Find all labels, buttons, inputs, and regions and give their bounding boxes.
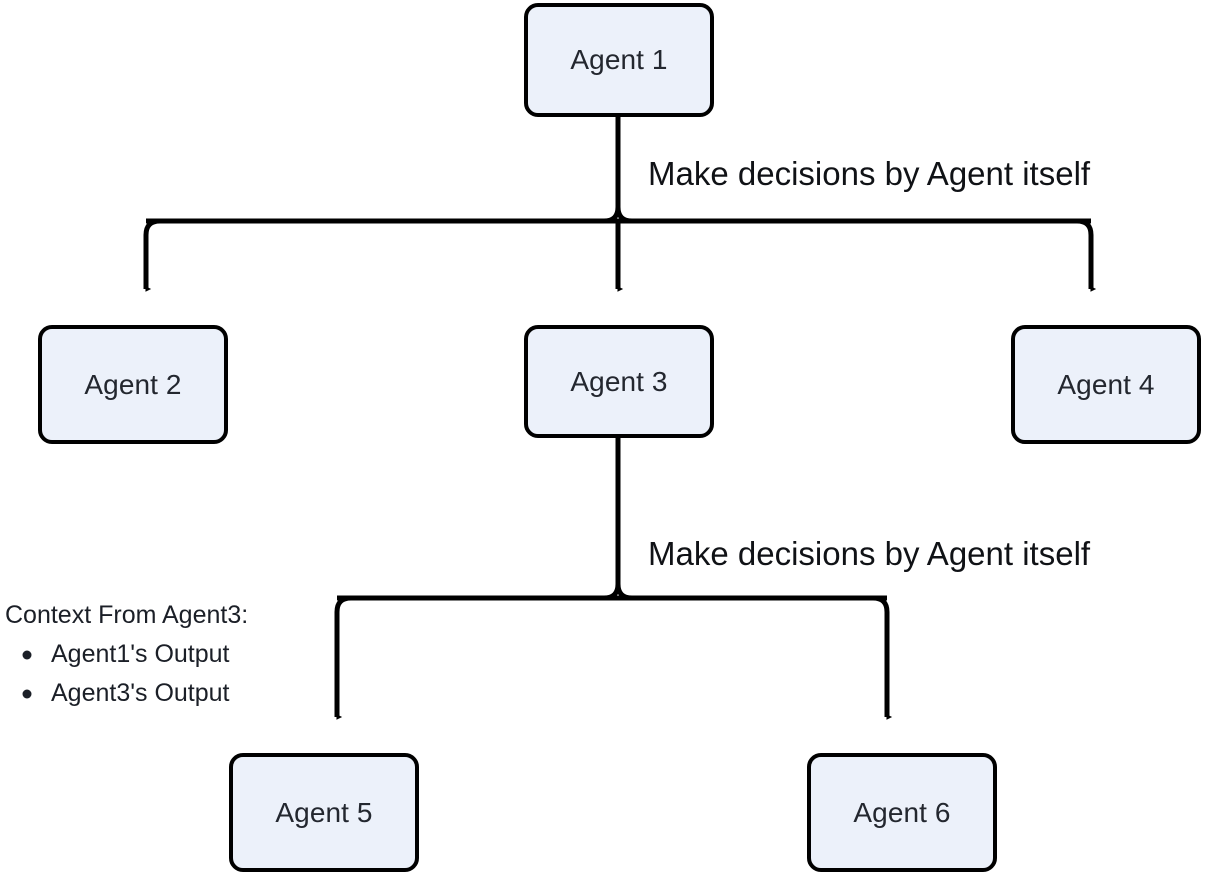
node-agent5[interactable]: Agent 5 [229,753,419,872]
node-agent4[interactable]: Agent 4 [1011,325,1201,444]
node-agent6-label: Agent 6 [853,796,951,828]
bullet-icon [22,650,32,659]
context-note: Context From Agent3: Agent1's Output Age… [5,603,248,706]
node-agent5-label: Agent 5 [275,796,373,828]
edge-agent1-stem [615,115,633,224]
bullet-icon [22,689,32,698]
edge-label-level1: Make decisions by Agent itself [648,155,1091,192]
context-note-title: Context From Agent3: [5,601,249,629]
node-agent1[interactable]: Agent 1 [524,3,714,117]
node-agent1-label: Agent 1 [570,44,668,75]
node-agent4-label: Agent 4 [1057,368,1155,400]
edge-to-agent2 [143,218,161,292]
node-agent3-label: Agent 3 [570,365,668,397]
context-note-list: Agent1's Output Agent3's Output [5,642,248,706]
edge-to-agent4 [1076,218,1097,292]
context-note-item-label: Agent3's Output [51,679,230,707]
context-note-item-label: Agent1's Output [51,640,230,668]
context-note-item: Agent1's Output [5,642,248,667]
edge-agent3-stem [615,437,633,601]
edge-to-agent5 [334,595,352,720]
context-note-item: Agent3's Output [5,681,248,706]
node-agent3[interactable]: Agent 3 [524,325,714,438]
edge-label-level2: Make decisions by Agent itself [648,535,1091,572]
edge-to-agent6 [872,595,893,720]
node-agent6[interactable]: Agent 6 [807,753,997,872]
node-agent2-label: Agent 2 [84,368,182,400]
node-agent2[interactable]: Agent 2 [38,325,228,444]
